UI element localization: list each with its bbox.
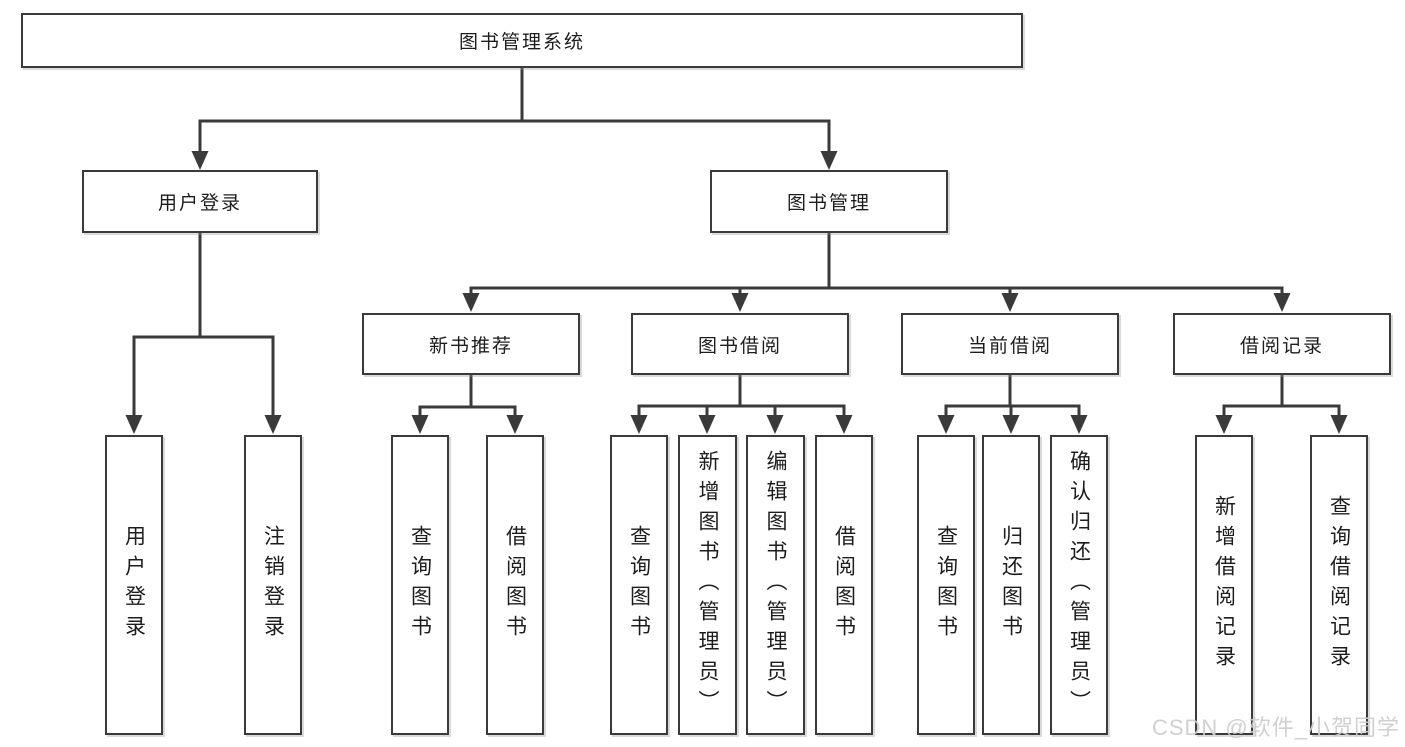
node-root-label: 图书管理系统	[458, 32, 585, 53]
leaf-query-books-current: 查询图书	[917, 435, 975, 735]
node-current-borrow-label: 当前借阅	[967, 335, 1052, 357]
leaf-borrow-books-recommend: 借阅图书	[486, 435, 544, 735]
leaf-return-books: 归还图书	[982, 435, 1040, 735]
node-new-book-recommend-label: 新书推荐	[428, 335, 513, 357]
node-root-system: 图书管理系统	[21, 13, 1023, 68]
node-borrow-records-label: 借阅记录	[1239, 335, 1324, 357]
leaf-add-book-admin: 新增图书（管理员）	[678, 435, 737, 735]
node-book-management: 图书管理	[710, 170, 948, 233]
leaf-edit-book-admin: 编辑图书（管理员）	[746, 435, 805, 735]
leaf-add-borrow-record: 新增借阅记录	[1195, 435, 1253, 735]
node-book-borrow-label: 图书借阅	[697, 335, 782, 357]
node-borrow-records: 借阅记录	[1173, 313, 1391, 375]
leaf-confirm-return-admin: 确认归还（管理员）	[1050, 435, 1108, 735]
arrowheads	[125, 151, 1348, 434]
leaf-user-login: 用户登录	[105, 435, 163, 735]
node-current-borrow: 当前借阅	[901, 313, 1119, 375]
leaf-query-borrow-record: 查询借阅记录	[1310, 435, 1368, 735]
node-user-login-label: 用户登录	[157, 193, 242, 214]
node-user-login: 用户登录	[82, 170, 318, 233]
leaf-query-books-recommend: 查询图书	[391, 435, 449, 735]
leaf-borrow-books: 借阅图书	[815, 435, 873, 735]
node-new-book-recommend: 新书推荐	[362, 313, 580, 375]
leaf-query-books-borrow: 查询图书	[610, 435, 668, 735]
csdn-watermark: CSDN @软件_小贺同学	[1151, 715, 1400, 740]
leaf-logout: 注销登录	[244, 435, 302, 735]
node-book-management-label: 图书管理	[786, 193, 871, 214]
node-book-borrow: 图书借阅	[631, 313, 849, 375]
